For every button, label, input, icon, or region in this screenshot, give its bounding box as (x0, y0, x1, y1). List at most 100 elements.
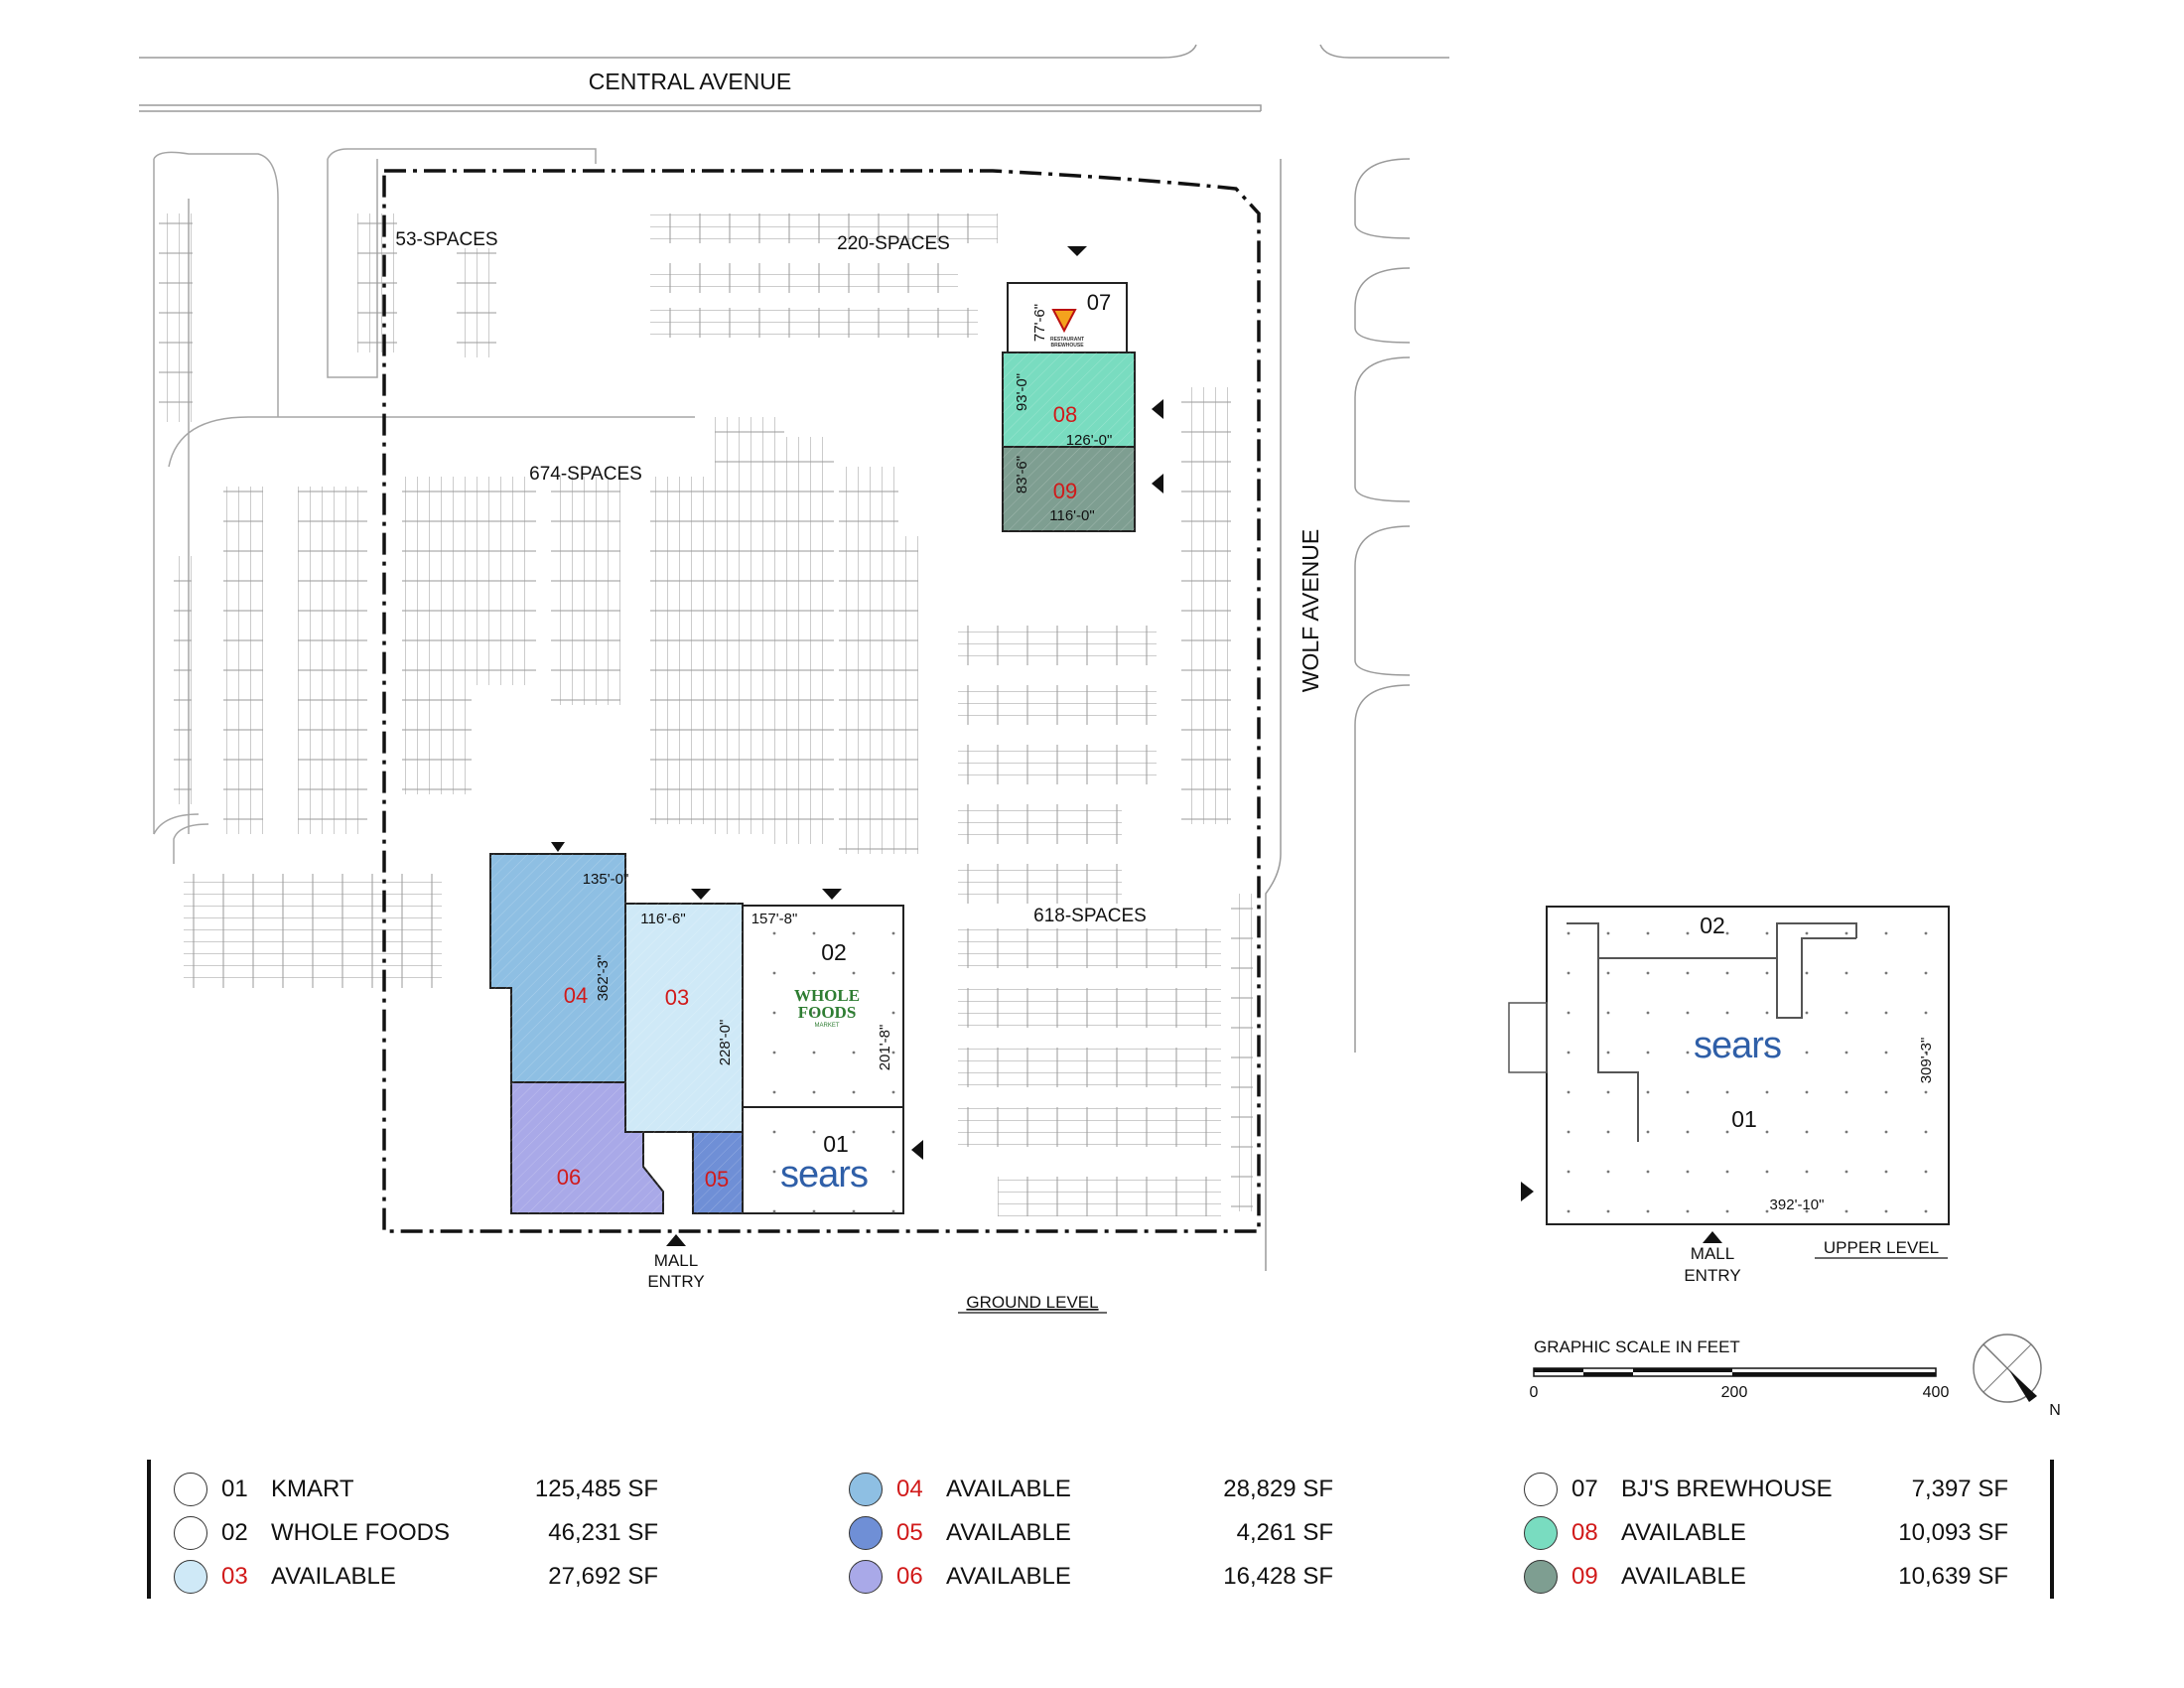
legend-tenant-name: AVAILABLE (946, 1519, 1071, 1546)
scale-tick-0: 0 (1530, 1384, 1539, 1401)
legend-tenant-name: AVAILABLE (946, 1563, 1071, 1590)
whole-foods-logo-line1: WHOLE (794, 986, 860, 1005)
legend-swatch (849, 1560, 883, 1594)
legend-swatch (849, 1473, 883, 1506)
upper-dim-width: 392'-10" (1770, 1196, 1825, 1213)
legend-square-feet: 10,093 SF (1898, 1519, 2008, 1546)
unit-06-label: 06 (557, 1165, 581, 1190)
upper-dim-depth: 309'-3" (1918, 1038, 1935, 1084)
dim-03-depth: 228'-0" (717, 1020, 734, 1066)
scale-tick-400: 400 (1923, 1384, 1950, 1401)
ground-mall-entry-line1: MALL (654, 1251, 698, 1270)
unit-02-label: 02 (821, 939, 847, 965)
upper-unit-02-label: 02 (1700, 913, 1725, 938)
parking-label-674: 674-SPACES (529, 464, 642, 485)
north-arrow-icon (1973, 1334, 2042, 1403)
ground-level-labels: 04 03 06 05 02 01 135'-0" 362'-3" 116'-6… (551, 842, 923, 1246)
dim-08-depth: 93'-0" (1014, 373, 1030, 411)
legend-unit-number: 02 (221, 1519, 248, 1546)
unit-09-label: 09 (1053, 479, 1077, 503)
legend-unit-number: 05 (896, 1519, 923, 1546)
legend-tenant-name: AVAILABLE (1621, 1563, 1746, 1590)
legend-swatch (174, 1516, 207, 1550)
unit-08-label: 08 (1053, 402, 1077, 427)
legend-item-06: 06 AVAILABLE 16,428 SF (849, 1557, 1333, 1597)
legend-tenant-name: AVAILABLE (946, 1476, 1071, 1502)
scale-tick-200: 200 (1721, 1384, 1748, 1401)
legend-square-feet: 10,639 SF (1898, 1563, 2008, 1590)
whole-foods-logo-line3: MARKET (814, 1023, 839, 1029)
legend-swatch (174, 1560, 207, 1594)
unit-07-label: 07 (1087, 290, 1111, 315)
wolf-avenue-road (1265, 158, 1411, 1271)
legend-square-feet: 27,692 SF (548, 1563, 658, 1590)
legend-swatch (1524, 1516, 1558, 1550)
legend-unit-number: 04 (896, 1476, 923, 1502)
unit-04-label: 04 (564, 983, 588, 1008)
legend-unit-number: 07 (1571, 1476, 1598, 1502)
dim-07-depth: 77'-6" (1031, 304, 1048, 342)
upper-level-caption: UPPER LEVEL (1824, 1238, 1939, 1257)
parking-stalls (159, 213, 1253, 1216)
entry-arrow-icon (551, 842, 565, 852)
upper-level-plan (1508, 906, 1950, 1243)
ground-mall-entry-line2: ENTRY (647, 1272, 704, 1291)
street-label-wolf: WOLF AVENUE (1297, 529, 1323, 692)
dim-09-width: 116'-0" (1049, 507, 1094, 524)
legend-swatch (849, 1516, 883, 1550)
legend-left-rule (147, 1460, 151, 1599)
legend-tenant-name: AVAILABLE (271, 1563, 396, 1590)
entry-arrow-icon (822, 889, 842, 900)
legend-unit-number: 06 (896, 1563, 923, 1590)
legend-item-03: 03 AVAILABLE 27,692 SF (174, 1557, 658, 1597)
legend-square-feet: 28,829 SF (1223, 1476, 1333, 1502)
upper-mall-entry-line1: MALL (1691, 1244, 1734, 1263)
entry-arrow-icon (666, 1234, 686, 1246)
dim-02-depth: 201'-8" (877, 1025, 893, 1071)
scale-bar (1533, 1367, 1937, 1377)
upper-mall-entry-line2: ENTRY (1684, 1266, 1740, 1285)
bjs-logo-text-2: BREWHOUSE (1050, 343, 1084, 349)
parking-label-53: 53-SPACES (395, 229, 497, 250)
legend-swatch (1524, 1473, 1558, 1506)
legend-square-feet: 46,231 SF (548, 1519, 658, 1546)
legend-swatch (174, 1473, 207, 1506)
property-line (382, 169, 1261, 1233)
dim-04-width: 135'-0" (583, 871, 629, 888)
whole-foods-logo-line2: FOODS (798, 1003, 857, 1022)
entry-arrow-icon (1703, 1231, 1722, 1243)
legend-unit-number: 08 (1571, 1519, 1598, 1546)
unit-03-label: 03 (665, 985, 689, 1010)
legend-unit-number: 09 (1571, 1563, 1598, 1590)
unit-03-space[interactable] (624, 903, 744, 1133)
legend-square-feet: 125,485 SF (534, 1476, 658, 1502)
ground-level-caption: GROUND LEVEL (966, 1293, 1098, 1312)
legend-square-feet: 16,428 SF (1223, 1563, 1333, 1590)
street-label-central: CENTRAL AVENUE (589, 69, 792, 94)
legend-square-feet: 4,261 SF (1236, 1519, 1333, 1546)
central-avenue-road (139, 44, 1449, 112)
upper-loading-docks (1508, 1002, 1548, 1073)
entry-arrow-icon (1152, 399, 1163, 419)
unit-01-label: 01 (823, 1131, 849, 1157)
entry-arrow-icon (1521, 1182, 1534, 1201)
dim-02-width: 157'-8" (751, 911, 798, 927)
dim-03-width: 116'-6" (640, 911, 685, 927)
legend-item-05: 05 AVAILABLE 4,261 SF (849, 1513, 1333, 1553)
legend-unit-number: 03 (221, 1563, 248, 1590)
dim-09-depth: 83'-6" (1014, 456, 1030, 493)
parking-label-220: 220-SPACES (837, 233, 950, 254)
sears-logo-ground: sears (780, 1154, 868, 1196)
legend-square-feet: 7,397 SF (1911, 1476, 2008, 1502)
sears-logo-upper: sears (1694, 1025, 1781, 1066)
upper-unit-01-label: 01 (1731, 1106, 1757, 1132)
bjs-logo-icon (1051, 309, 1077, 334)
bjs-logo-text-1: RESTAURANT (1050, 337, 1084, 343)
legend-right-rule (2050, 1460, 2054, 1599)
parking-label-618: 618-SPACES (1033, 906, 1147, 926)
